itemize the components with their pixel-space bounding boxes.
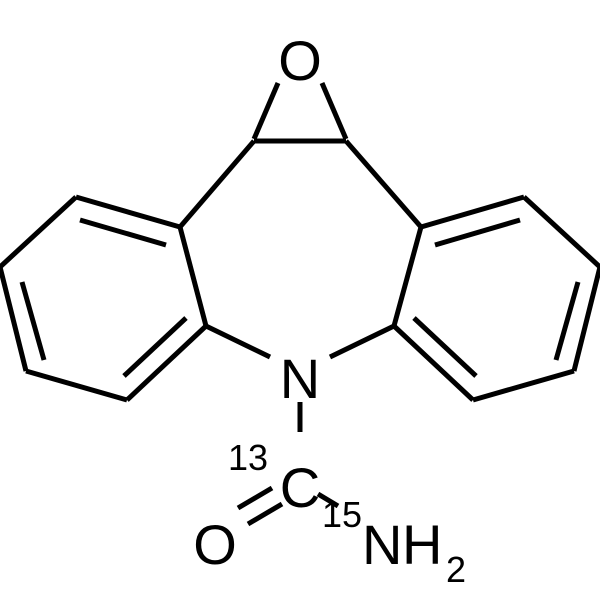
bond-right-ring-3 (571, 266, 600, 372)
amide-hydrogen-count: 2 (446, 549, 466, 590)
carbonyl-oxygen-label: O (193, 513, 237, 576)
bond-carbonyl-n (316, 491, 340, 509)
bond-lines (0, 82, 600, 527)
bond-right-ring-3-inner (553, 281, 581, 361)
bond-n-right (328, 323, 396, 360)
bond-epoxide-o-right (319, 82, 349, 140)
bond-n-left (204, 323, 272, 360)
ring-nitrogen-label: N (280, 347, 320, 410)
nitrogen-isotope-label: 15 (322, 494, 362, 535)
carbon-isotope-label: 13 (228, 437, 268, 478)
bond-left-ring-3 (0, 266, 29, 372)
bond-right-ring-5-inner (412, 316, 478, 378)
bond-left-ring-5-inner (122, 316, 188, 378)
bond-right-ring-6 (391, 226, 424, 327)
bond-right-ring-2 (522, 195, 600, 269)
bond-right-ring-1 (420, 194, 525, 230)
bond-left-ring-5 (125, 324, 208, 402)
bond-left-ring-3-inner (19, 281, 47, 361)
bond-right-ring-1-inner (434, 217, 521, 248)
bond-right-ring-4 (472, 368, 575, 403)
bond-left-ring-1-inner (79, 217, 167, 248)
bond-left-ring-1 (75, 194, 181, 230)
bond-ca-left-ring (178, 139, 256, 229)
bond-epoxide-o-left (251, 82, 281, 140)
amide-hydrogen-label: H (402, 513, 442, 576)
carbonyl-carbon-label: C (280, 456, 320, 519)
bond-left-ring-4 (25, 368, 128, 403)
bond-right-ring-5 (392, 324, 475, 402)
bond-carbonyl-o-2 (246, 501, 284, 527)
bond-left-ring-6 (177, 226, 209, 327)
atom-labels: O N 13 C O 15 N H 2 (193, 29, 466, 590)
epoxide-oxygen-label: O (278, 29, 322, 92)
bond-cb-right-ring (344, 139, 423, 229)
amide-nitrogen-label: N (362, 513, 402, 576)
bond-carbonyl-o-1 (236, 485, 274, 511)
bond-left-ring-2 (0, 195, 78, 269)
